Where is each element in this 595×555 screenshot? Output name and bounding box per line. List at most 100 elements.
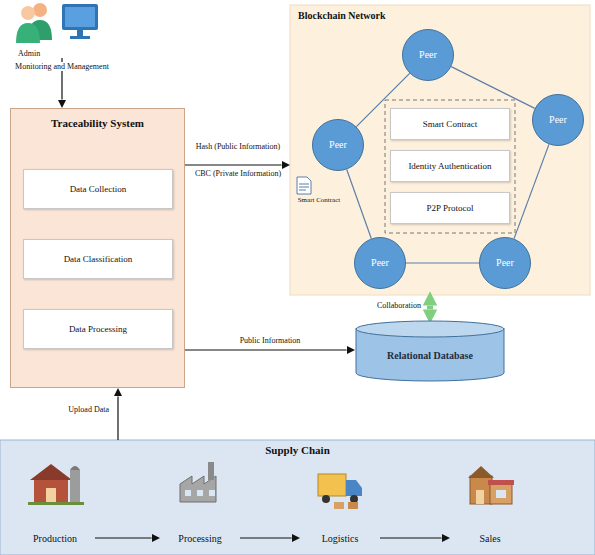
network-panel: Blockchain NetworkPeerPeerPeerSmart Cont…: [290, 5, 590, 295]
node-text: Data Collection: [70, 184, 127, 194]
sales-icon: [476, 490, 484, 504]
peer-link: [406, 262, 479, 263]
admin-icon: [16, 3, 98, 43]
logistics-icon: [322, 495, 330, 503]
process-box: Data Processing: [23, 309, 173, 349]
cylinder-top: [356, 321, 504, 337]
sales-icon: [468, 466, 494, 478]
collaboration-arrow: [427, 306, 433, 310]
peer-node: Peer: [479, 237, 531, 289]
peer-link: [514, 144, 549, 238]
sales-icon: [468, 466, 514, 504]
node-text: Data Classification: [64, 254, 133, 264]
processing-icon: [185, 490, 191, 496]
processing-icon: [197, 490, 203, 496]
peer-node: Peer: [312, 119, 364, 171]
production-icon: [28, 502, 84, 505]
production-icon: [34, 478, 68, 502]
edge-label-box: Monitoring and Management: [7, 62, 117, 71]
stage-node: Sales: [450, 458, 530, 546]
supply-chain-ground: [0, 440, 595, 555]
node-text: P2P Protocol: [427, 203, 474, 213]
sales-icon: [496, 490, 506, 498]
database-cylinder: Relational Database: [355, 320, 505, 382]
node-text: Peer: [419, 49, 437, 61]
edge-label: Monitoring and Management: [13, 62, 111, 71]
node-text: Sales: [479, 533, 500, 545]
process-box: Smart Contract: [390, 108, 510, 140]
node-text: Relational Database: [387, 340, 473, 362]
flow-arrow: [240, 537, 292, 538]
edge-label-box: Upload Data: [45, 405, 111, 414]
dashed-group: [385, 100, 515, 233]
production-icon: [30, 464, 72, 480]
peer-node: Peer: [354, 237, 406, 289]
flow-arrow: [117, 396, 118, 440]
peer-node: Peer: [532, 94, 584, 146]
logistics-icon: [346, 480, 362, 496]
admin-icon: [77, 30, 83, 36]
note-label-box: Smart Contract: [288, 196, 350, 204]
node-text: Peer: [496, 257, 514, 269]
peer-node: Peer: [402, 29, 454, 81]
supply-chain-band: Supply ChainProductionProcessingLogistic…: [0, 440, 595, 555]
admin-actor: Admin: [10, 0, 120, 58]
node-text: Blockchain Network: [298, 10, 386, 22]
node-text: Admin: [18, 49, 40, 58]
admin-icon: [62, 4, 98, 30]
process-box: P2P Protocol: [390, 192, 510, 224]
node-text: Traceability System: [51, 117, 144, 130]
edge-label-box: Public Information: [200, 336, 340, 345]
edge-label: Collaboration: [375, 301, 423, 310]
edge-label: Hash (Public Information): [194, 142, 282, 151]
stage-node: Production: [15, 458, 95, 546]
production-icon: [46, 488, 56, 502]
flow-arrow: [185, 164, 282, 165]
contract-icon: [297, 177, 311, 194]
flow-arrow: [185, 349, 347, 350]
process-box: Data Collection: [23, 169, 173, 209]
contract-icon: [297, 177, 311, 194]
note-label-box: CBC (Private Information): [192, 169, 284, 178]
node-text: Smart Contract: [423, 119, 478, 129]
stage-node: Logistics: [300, 458, 380, 546]
stage-node: Processing: [160, 458, 240, 546]
production-icon: [28, 464, 84, 505]
edge-label-box: Hash (Public Information): [192, 142, 284, 151]
network-panel-ground: [290, 5, 590, 295]
note-label: CBC (Private Information): [193, 169, 283, 178]
logistics-icon: [350, 495, 358, 503]
node-text: Production: [33, 533, 77, 545]
edge-label: Public Information: [238, 336, 303, 345]
peer-link: [347, 169, 372, 238]
processing-icon: [209, 490, 215, 496]
peer-link: [451, 67, 534, 109]
production-icon: [70, 470, 80, 502]
node-text: Identity Authentication: [408, 161, 491, 171]
system-box: Traceability SystemData CollectionData C…: [10, 108, 185, 388]
logistics-icon: [318, 474, 346, 496]
admin-icon: [21, 6, 35, 20]
node-text: Peer: [549, 114, 567, 126]
admin-icon: [33, 3, 47, 17]
processing-icon: [180, 462, 216, 502]
edge-label-box: Collaboration: [345, 301, 423, 310]
flow-arrow: [95, 537, 152, 538]
flow-arrow: [380, 537, 442, 538]
contract-icon: [299, 184, 309, 185]
note-label: Smart Contract: [296, 196, 343, 204]
sales-icon: [490, 484, 512, 504]
sales-icon: [488, 480, 514, 485]
contract-icon: [299, 187, 309, 188]
node-text: Processing: [178, 533, 221, 545]
process-box: Data Classification: [23, 239, 173, 279]
admin-icon: [70, 36, 90, 39]
logistics-icon: [334, 502, 344, 509]
edge-label: Upload Data: [66, 405, 111, 414]
production-icon: [70, 466, 80, 470]
logistics-icon: [348, 502, 358, 509]
logistics-icon: [318, 474, 362, 509]
admin-icon: [65, 7, 95, 27]
